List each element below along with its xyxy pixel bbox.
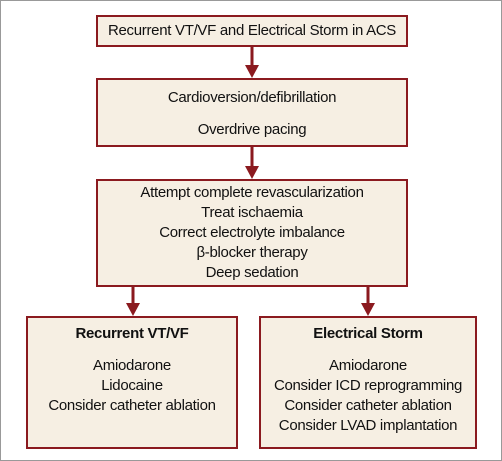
revascularization-box: Attempt complete revascularization Treat… xyxy=(96,179,408,287)
electrical-storm-heading: Electrical Storm xyxy=(313,325,423,342)
vtvf-item-3: Consider catheter ablation xyxy=(48,397,216,414)
storm-item-3: Consider catheter ablation xyxy=(284,397,452,414)
storm-item-4: Consider LVAD implantation xyxy=(278,417,458,434)
arrow-title-to-cardio xyxy=(245,47,259,78)
revasc-line-5: Deep sedation xyxy=(205,264,299,281)
title-box: Recurrent VT/VF and Electrical Storm in … xyxy=(96,15,408,47)
storm-item-2: Consider ICD reprogramming xyxy=(273,377,463,394)
recurrent-vtvf-heading: Recurrent VT/VF xyxy=(75,325,189,342)
revasc-line-1: Attempt complete revascularization xyxy=(140,184,364,201)
revasc-line-2: Treat ischaemia xyxy=(201,204,303,221)
overdrive-pacing-text: Overdrive pacing xyxy=(197,121,307,138)
title-text: Recurrent VT/VF and Electrical Storm in … xyxy=(107,22,397,39)
cardioversion-text: Cardioversion/defibrillation xyxy=(167,89,337,106)
vtvf-item-1: Amiodarone xyxy=(93,357,171,374)
revasc-line-4: β-blocker therapy xyxy=(196,244,308,261)
arrow-cardio-to-revasc xyxy=(245,147,259,179)
cardioversion-box: Cardioversion/defibrillation Overdrive p… xyxy=(96,78,408,147)
revasc-line-3: Correct electrolyte imbalance xyxy=(159,224,345,241)
electrical-storm-box: Electrical Storm Amiodarone Consider ICD… xyxy=(259,316,477,449)
recurrent-vtvf-box: Recurrent VT/VF Amiodarone Lidocaine Con… xyxy=(26,316,238,449)
arrow-to-recurrent-vtvf xyxy=(126,287,140,316)
vtvf-item-2: Lidocaine xyxy=(101,377,163,394)
arrow-to-electrical-storm xyxy=(361,287,375,316)
storm-item-1: Amiodarone xyxy=(329,357,407,374)
